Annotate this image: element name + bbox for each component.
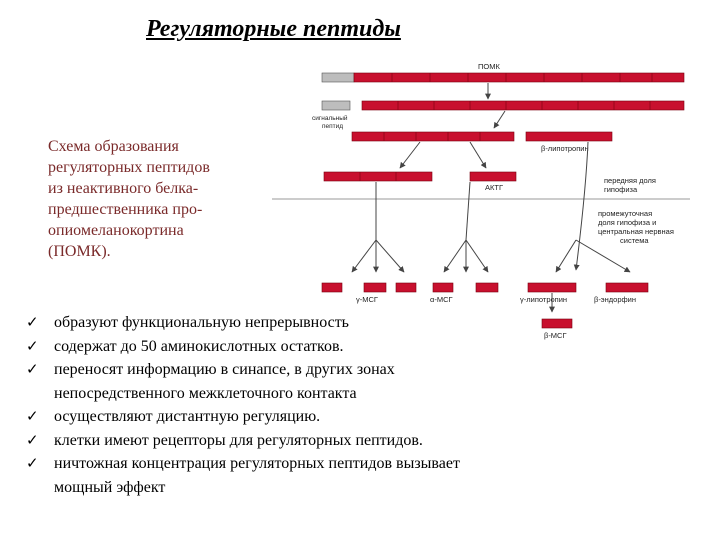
bullet-list: ✓ образуют функциональную непрерывность …: [26, 311, 666, 499]
pomk-precursor-bar: [321, 72, 685, 83]
product-segment: [321, 282, 343, 293]
list-item-text: ничтожная концентрация регуляторных пепт…: [54, 455, 460, 472]
signal-peptide-segment: [321, 100, 351, 111]
beta-lipotropin-label: β-липотропин: [541, 144, 589, 153]
list-item-text: осуществляют дистантную регуляцию.: [54, 408, 321, 425]
beta-endorphin-label: β-эндорфин: [594, 295, 636, 304]
connector-line: [465, 181, 471, 241]
list-item: ✓ образуют функциональную непрерывность: [26, 311, 666, 335]
caption-line: Схема образования: [48, 138, 179, 155]
checkmark-icon: ✓: [26, 360, 39, 378]
gamma-msg-segment: [363, 282, 387, 293]
diagram-caption: Схема образования регуляторных пептидов …: [48, 136, 278, 262]
caption-line: из неактивного белка-: [48, 180, 199, 197]
list-item: ✓ переносят информацию в синапсе, в друг…: [26, 358, 666, 405]
actg-segment: [469, 171, 517, 182]
pomk-chain-bar: [361, 100, 685, 111]
arrow: [443, 239, 467, 273]
arrow: [375, 239, 405, 273]
gamma-lipotropin-segment: [527, 282, 577, 293]
beta-lipotropin-segment: [525, 131, 613, 142]
gamma-fragment-bar: [323, 171, 433, 182]
arrow: [469, 141, 487, 169]
arrow: [493, 110, 506, 129]
beta-msg-segment: [541, 318, 573, 329]
list-item-text: образуют функциональную непрерывность: [54, 314, 349, 331]
arrow: [575, 239, 631, 273]
checkmark-icon: ✓: [26, 430, 39, 449]
caption-line: (ПОМК).: [48, 243, 111, 260]
page-title: Регуляторные пептиды: [146, 16, 401, 42]
checkmark-icon: ✓: [26, 313, 39, 331]
anterior-pituitary-label: передняя доля гипофиза: [604, 176, 658, 194]
checkmark-icon: ✓: [26, 407, 39, 425]
checkmark-icon: ✓: [26, 454, 39, 472]
product-segment: [395, 282, 417, 293]
arrow: [573, 141, 589, 271]
arrow: [351, 239, 377, 273]
list-item: ✓ содержат до 50 аминокислотных остатков…: [26, 335, 666, 359]
arrow: [555, 239, 577, 273]
caption-line: опиомеланокортина: [48, 222, 184, 239]
alpha-msg-label: α-МСГ: [430, 295, 453, 304]
list-item: ✓ осуществляют дистантную регуляцию.: [26, 405, 666, 429]
arrow: [399, 141, 421, 169]
actg-label: АКТГ: [485, 183, 503, 192]
product-segment: [475, 282, 499, 293]
pomk-label: ПОМК: [478, 62, 500, 71]
list-item-text: клетки имеют рецепторы для регуляторных …: [54, 431, 423, 449]
list-item: ✓ клетки имеют рецепторы для регуляторны…: [26, 429, 666, 453]
caption-line: предшественника про-: [48, 201, 203, 218]
intermediate-lobe-label: промежуточная доля гипофиза и центральна…: [598, 209, 676, 245]
gamma-lipotropin-label: γ-липотропин: [520, 295, 567, 304]
checkmark-icon: ✓: [26, 336, 39, 355]
list-item-text: переносят информацию в синапсе, в других…: [54, 361, 395, 378]
beta-msg-label: β-МСГ: [544, 331, 567, 340]
gamma-msg-label: γ-МСГ: [356, 295, 378, 304]
n-terminal-fragment-bar: [351, 131, 515, 142]
caption-line: регуляторных пептидов: [48, 159, 210, 176]
alpha-msg-segment: [432, 282, 454, 293]
signal-peptide-label: сигнальный пептид: [312, 114, 349, 130]
arrow: [465, 239, 489, 273]
list-item-text: содержат до 50 аминокислотных остатков.: [54, 337, 344, 355]
beta-endorphin-segment: [605, 282, 649, 293]
list-item: ✓ ничтожная концентрация регуляторных пе…: [26, 452, 666, 499]
list-item-text: непосредственного межклеточного контакта: [54, 384, 357, 402]
list-item-text: мощный эффект: [54, 478, 166, 496]
